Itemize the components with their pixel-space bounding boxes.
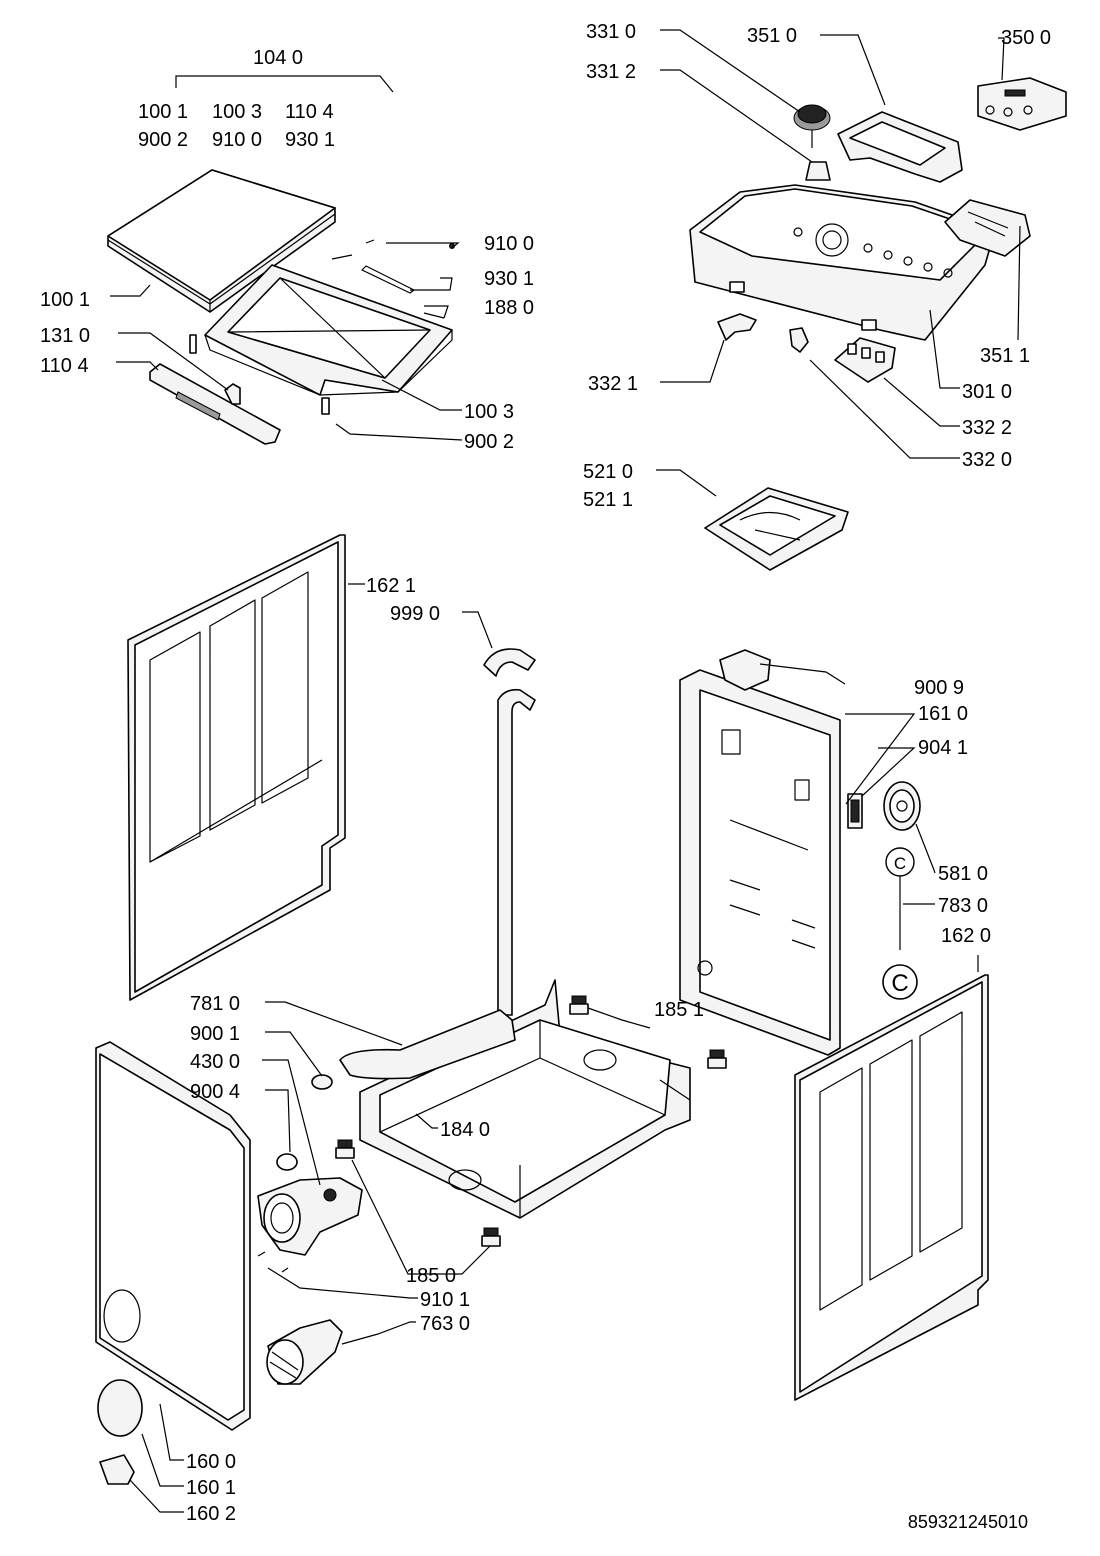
label-131-0: 131 0 xyxy=(40,325,90,347)
hose-fitting-part xyxy=(483,648,536,1016)
label-100-3: 100 3 xyxy=(464,401,514,423)
connector-mark-small: C xyxy=(894,854,906,873)
label-521-0: 521 0 xyxy=(583,461,633,483)
label-900-1: 900 1 xyxy=(190,1023,240,1045)
label-900-2: 900 2 xyxy=(464,431,514,453)
connector-marks: C C xyxy=(882,847,918,1000)
lid-frame-part xyxy=(189,264,453,415)
group-item: 100 1 xyxy=(138,101,188,123)
connector-mark-large: C xyxy=(891,970,908,997)
clip-small-part xyxy=(789,327,809,353)
group-title: 104 0 xyxy=(253,47,303,69)
label-331-2: 331 2 xyxy=(586,61,636,83)
screw-parts xyxy=(257,1251,289,1273)
top-clip-part xyxy=(719,649,771,691)
top-lid-part xyxy=(107,169,336,313)
footer-code: 859321245010 xyxy=(908,1512,1028,1532)
label-332-2: 332 2 xyxy=(962,417,1012,439)
base-frame-part xyxy=(359,979,691,1219)
cap-part xyxy=(311,1074,333,1090)
label-900-9: 900 9 xyxy=(914,677,964,699)
label-900-4: 900 4 xyxy=(190,1081,240,1103)
part-labels: 100 1 131 0 110 4 910 0 930 1 188 0 100 … xyxy=(40,21,1051,1525)
label-521-1: 521 1 xyxy=(583,489,633,511)
bracket-part xyxy=(837,111,963,183)
label-783-0: 783 0 xyxy=(938,895,988,917)
label-781-0: 781 0 xyxy=(190,993,240,1015)
label-332-1: 332 1 xyxy=(588,373,638,395)
filter-part xyxy=(266,1319,343,1385)
label-110-4: 110 4 xyxy=(40,355,89,377)
leader-lines xyxy=(110,29,1021,1513)
label-185-1: 185 1 xyxy=(654,999,704,1021)
label-351-0: 351 0 xyxy=(747,25,797,47)
label-350-0: 350 0 xyxy=(1001,27,1051,49)
label-185-0: 185 0 xyxy=(406,1265,456,1287)
label-100-1: 100 1 xyxy=(40,289,90,311)
button-block-part xyxy=(834,337,896,383)
label-999-0: 999 0 xyxy=(390,603,440,625)
left-side-panel-part xyxy=(127,534,346,1001)
rear-panel-part xyxy=(679,669,841,1056)
right-side-panel-part xyxy=(794,974,989,1401)
label-430-0: 430 0 xyxy=(190,1051,240,1073)
label-160-2: 160 2 xyxy=(186,1503,236,1525)
label-930-1: 930 1 xyxy=(484,268,534,290)
knob-part xyxy=(793,104,831,148)
group-item: 910 0 xyxy=(212,129,262,151)
label-910-0: 910 0 xyxy=(484,233,534,255)
group-item: 100 3 xyxy=(212,101,262,123)
label-162-0: 162 0 xyxy=(941,925,991,947)
latch-part xyxy=(847,793,863,829)
electronic-module-part xyxy=(704,487,849,571)
label-910-1: 910 1 xyxy=(420,1289,470,1311)
group-item: 930 1 xyxy=(285,129,335,151)
control-board-part xyxy=(977,77,1067,131)
side-bracket-part xyxy=(944,199,1031,257)
clamp-part xyxy=(276,1153,298,1171)
front-panel-part xyxy=(95,1041,251,1431)
label-160-1: 160 1 xyxy=(186,1477,236,1499)
group-item: 900 2 xyxy=(138,129,188,151)
control-panel-part xyxy=(689,184,996,341)
knob-insert-part xyxy=(805,161,831,181)
label-581-0: 581 0 xyxy=(938,863,988,885)
drain-hose-part xyxy=(339,1009,516,1080)
clip-part xyxy=(224,383,241,405)
label-160-0: 160 0 xyxy=(186,1451,236,1473)
drain-pump-part xyxy=(257,1177,363,1256)
pressure-switch-part xyxy=(883,781,921,831)
label-188-0: 188 0 xyxy=(484,297,534,319)
label-162-1: 162 1 xyxy=(366,575,416,597)
label-331-0: 331 0 xyxy=(586,21,636,43)
round-cover-part xyxy=(97,1379,143,1437)
assembly-group-label: 104 0 100 1 100 3 110 4 900 2 910 0 930 … xyxy=(138,47,394,151)
label-161-0: 161 0 xyxy=(918,703,968,725)
label-332-0: 332 0 xyxy=(962,449,1012,471)
label-763-0: 763 0 xyxy=(420,1313,470,1335)
light-pipe-part xyxy=(717,313,757,341)
label-351-1: 351 1 xyxy=(980,345,1030,367)
label-904-1: 904 1 xyxy=(918,737,968,759)
feet-parts xyxy=(335,995,727,1247)
group-item: 110 4 xyxy=(285,101,334,123)
label-184-0: 184 0 xyxy=(440,1119,490,1141)
label-301-0: 301 0 xyxy=(962,381,1012,403)
front-handle-part xyxy=(149,363,281,445)
flap-part xyxy=(99,1454,135,1485)
